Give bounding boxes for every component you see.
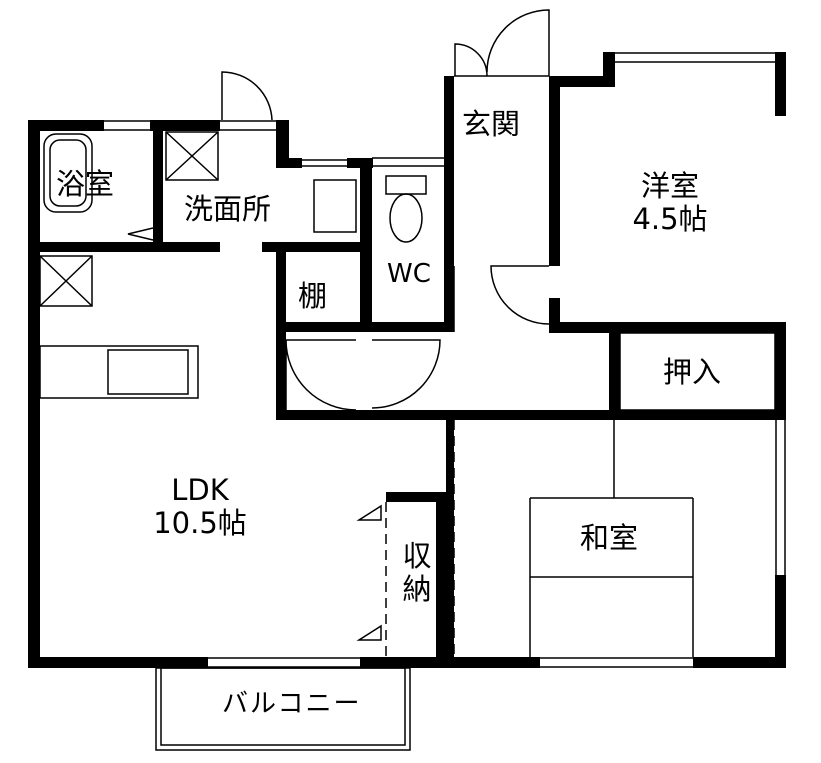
room-label-balcony: バルコニー bbox=[222, 689, 362, 719]
wall-corridor-south bbox=[276, 410, 786, 420]
toilet bbox=[389, 193, 423, 243]
room-label-entrance: 玄関 bbox=[462, 107, 521, 141]
wall-storage-east bbox=[436, 492, 446, 668]
storage-char-1: 収 bbox=[402, 539, 432, 573]
room-label-bath: 浴室 bbox=[56, 167, 115, 201]
wall-western-west-low bbox=[549, 298, 560, 333]
bathtub bbox=[43, 133, 93, 213]
wall-north-wash bbox=[276, 120, 289, 168]
wash-basin bbox=[313, 179, 357, 233]
wall-wc-south bbox=[372, 322, 454, 332]
toilet-tank bbox=[385, 175, 427, 195]
thick-walls bbox=[28, 52, 786, 668]
fixtures bbox=[39, 131, 776, 751]
fridge-space bbox=[39, 255, 93, 307]
room-label-wc: WC bbox=[387, 259, 431, 289]
room-label-ldk: LDK 10.5帖 bbox=[145, 473, 255, 541]
wall-japanese-west bbox=[446, 420, 454, 668]
windows bbox=[104, 52, 786, 668]
room-label-japanese: 和室 bbox=[580, 521, 639, 555]
oshiire-box bbox=[619, 332, 776, 411]
wall-south-west bbox=[28, 657, 208, 668]
wall-north-west bbox=[28, 120, 104, 131]
wall-shelf-west bbox=[276, 242, 286, 332]
wall-shelf-south bbox=[276, 322, 372, 332]
wall-east bbox=[775, 52, 786, 116]
wall-north-west-room-2 bbox=[603, 52, 615, 87]
wall-entrance-east bbox=[549, 76, 560, 266]
wall-storage-north bbox=[386, 492, 446, 502]
room-label-washroom: 洗面所 bbox=[184, 192, 272, 226]
wall-north-west-room bbox=[553, 76, 613, 87]
room-label-oshiire: 押入 bbox=[663, 355, 722, 389]
room-name-western: 洋室 bbox=[640, 169, 699, 203]
wall-north-east bbox=[775, 52, 786, 63]
wall-oshiire-west bbox=[609, 322, 620, 420]
room-size-ldk: 10.5帖 bbox=[153, 506, 247, 541]
room-name-ldk: LDK bbox=[171, 473, 229, 507]
room-size-western: 4.5帖 bbox=[632, 202, 708, 237]
wall-south-east bbox=[693, 657, 785, 668]
wall-bath-east bbox=[153, 120, 163, 252]
room-label-shelf: 棚 bbox=[298, 279, 328, 313]
kitchen-counter bbox=[39, 345, 199, 399]
washer-space bbox=[165, 131, 219, 181]
wall-north-wash-2 bbox=[276, 158, 302, 168]
wall-north-bath bbox=[150, 120, 220, 131]
wall-wc-east bbox=[444, 76, 454, 332]
wall-east-3 bbox=[775, 575, 786, 668]
wall-west bbox=[28, 120, 40, 668]
doors bbox=[221, 9, 550, 411]
wall-corridor-west bbox=[276, 332, 286, 420]
wall-wash-south-2 bbox=[262, 242, 372, 252]
wall-ldk-north bbox=[40, 242, 220, 252]
storage-char-2: 納 bbox=[402, 572, 432, 607]
wall-western-south bbox=[549, 322, 786, 333]
wall-east-2 bbox=[775, 330, 786, 420]
room-label-western: 洋室 4.5帖 bbox=[620, 169, 720, 237]
room-label-storage: 収 納 bbox=[400, 539, 434, 607]
